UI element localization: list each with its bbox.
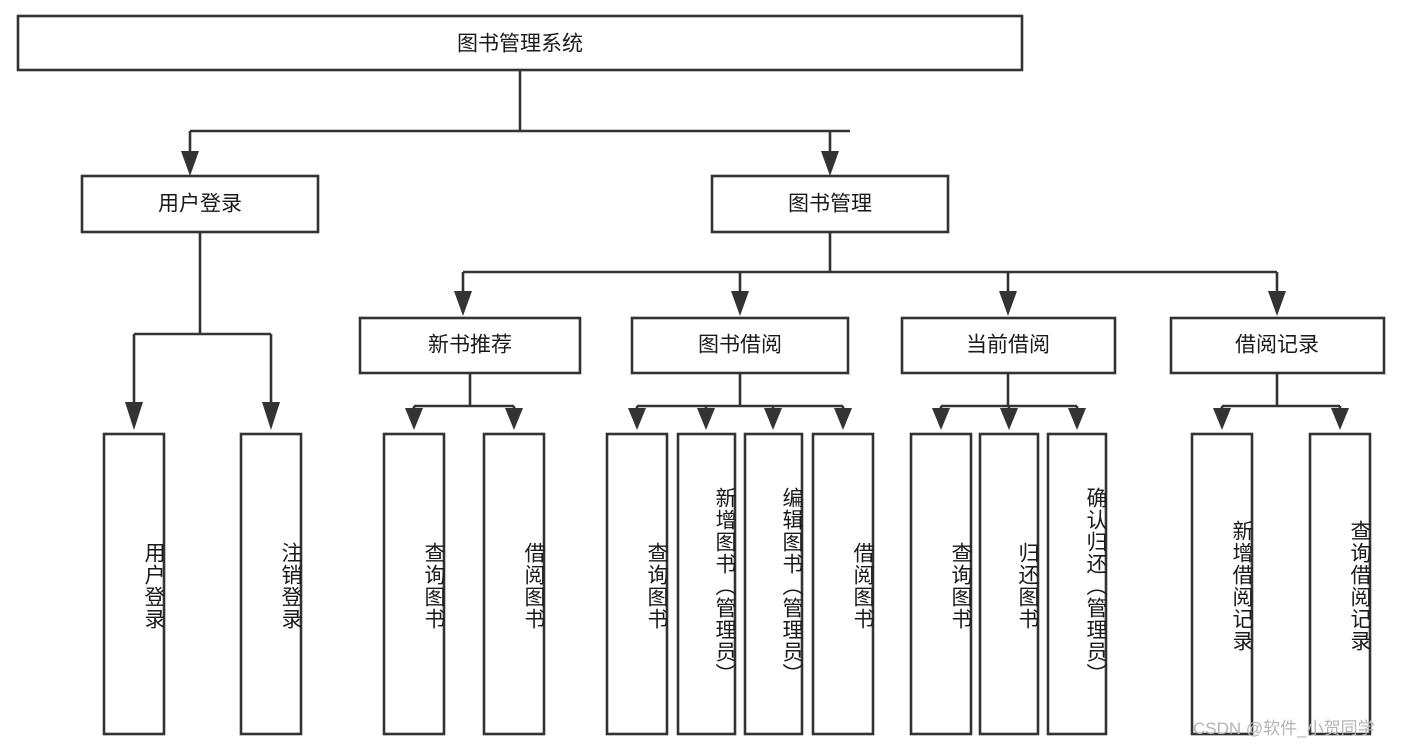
leaf-box-borrow-book-2[interactable] — [811, 432, 875, 736]
leaf-box-user-login[interactable] — [102, 432, 166, 736]
leaf-boxes — [102, 432, 1372, 736]
leaf-box-logout-login[interactable] — [239, 432, 303, 736]
node-borrow-record-label: 借阅记录 — [1235, 334, 1319, 357]
connector-root-to-level1 — [181, 70, 850, 176]
node-user-login[interactable]: 用户登录 — [80, 174, 320, 234]
node-user-login-label: 用户登录 — [158, 193, 242, 216]
leaf-box-borrow-book-1[interactable] — [482, 432, 546, 736]
connector-newbook-to-leaves — [405, 373, 523, 430]
leaf-box-edit-book[interactable] — [743, 432, 804, 736]
leaf-box-add-book[interactable] — [676, 432, 737, 736]
node-book-manage[interactable]: 图书管理 — [710, 174, 950, 234]
leaf-box-query-record[interactable] — [1308, 432, 1372, 736]
node-current-borrow-label: 当前借阅 — [966, 334, 1050, 357]
node-book-borrow[interactable]: 图书借阅 — [630, 316, 850, 375]
node-borrow-record[interactable]: 借阅记录 — [1169, 316, 1386, 375]
leaf-box-query-book-3[interactable] — [909, 432, 973, 736]
node-root[interactable]: 图书管理系统 — [16, 14, 1024, 72]
connector-bookborrow-to-leaves — [628, 373, 852, 430]
connector-currentborrow-to-leaves — [932, 373, 1086, 430]
leaf-box-confirm-return[interactable] — [1046, 432, 1108, 736]
connector-borrowrecord-to-leaves — [1213, 373, 1349, 430]
node-book-manage-label: 图书管理 — [788, 193, 872, 216]
connector-userlogin-to-leaves — [125, 232, 280, 430]
connector-bookmanage-to-level2 — [454, 232, 1286, 316]
node-new-book-recommend-label: 新书推荐 — [428, 334, 512, 357]
node-new-book-recommend[interactable]: 新书推荐 — [358, 316, 582, 375]
leaf-box-add-record[interactable] — [1190, 432, 1254, 736]
leaf-box-return-book[interactable] — [978, 432, 1040, 736]
csdn-watermark: CSDN @软件_小贺同学 — [1193, 719, 1375, 738]
node-book-borrow-label: 图书借阅 — [698, 334, 782, 357]
leaf-box-query-book-2[interactable] — [605, 432, 669, 736]
leaf-box-query-book-1[interactable] — [382, 432, 446, 736]
node-root-label: 图书管理系统 — [457, 33, 583, 56]
node-current-borrow[interactable]: 当前借阅 — [900, 316, 1117, 375]
